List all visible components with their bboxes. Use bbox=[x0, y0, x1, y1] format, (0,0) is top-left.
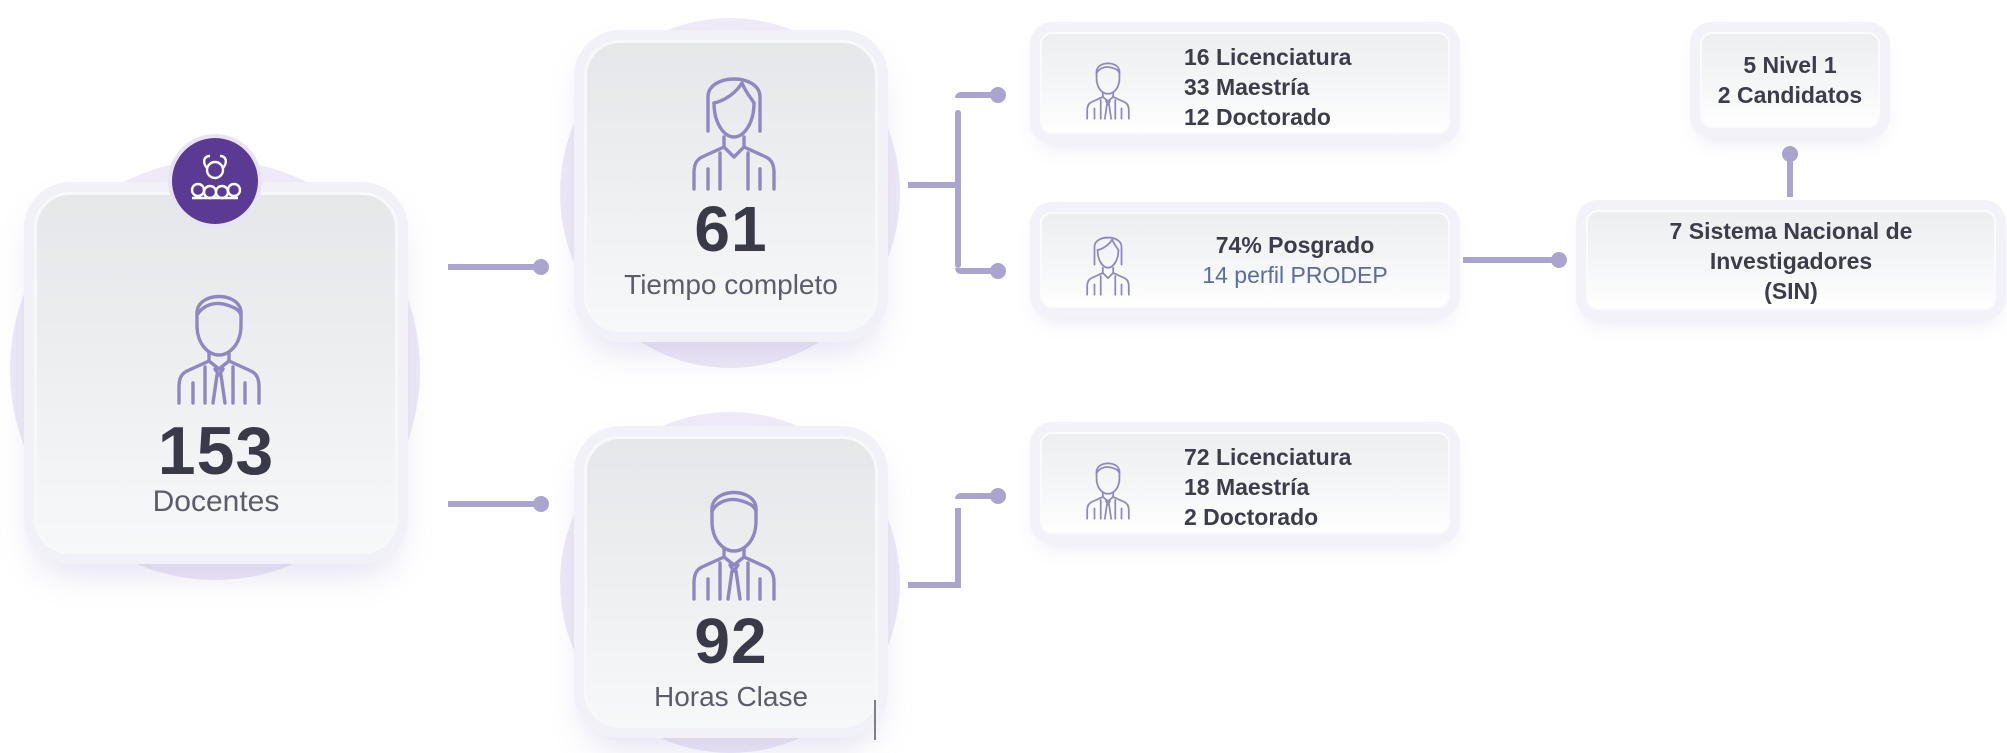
male-teacher-icon bbox=[684, 471, 784, 601]
sni-levels-list: 5 Nivel 1 2 Candidatos bbox=[1702, 50, 1878, 110]
hc-degree-item: 2 Doctorado bbox=[1184, 504, 1319, 530]
connector-dot bbox=[990, 488, 1006, 504]
female-teacher-icon bbox=[1082, 228, 1134, 296]
connector-hc-vertical bbox=[955, 508, 961, 588]
sni-pill: 7 Sistema Nacional de Investigadores (SI… bbox=[1586, 210, 1996, 310]
hc-degrees-list: 72 Licenciatura 18 Maestría 2 Doctorado bbox=[1184, 442, 1351, 532]
hc-degree-item: 18 Maestría bbox=[1184, 474, 1310, 500]
horas-clase-value: 92 bbox=[694, 605, 768, 677]
connector-tc-top bbox=[955, 92, 1000, 98]
tiempo-completo-label: Tiempo completo bbox=[624, 269, 838, 300]
connector-dot bbox=[533, 259, 549, 275]
root-card: 153 Docentes bbox=[34, 192, 398, 554]
horas-clase-label: Horas Clase bbox=[653, 681, 809, 712]
sni-levels-pill: 5 Nivel 1 2 Candidatos bbox=[1700, 32, 1880, 128]
connector-dot bbox=[533, 496, 549, 512]
connector-sni-levels bbox=[1787, 152, 1793, 197]
root-label: Docentes bbox=[152, 485, 280, 518]
male-teacher-icon bbox=[169, 275, 269, 405]
male-teacher-icon bbox=[1082, 52, 1134, 120]
tiempo-completo-card: 61 Tiempo completo bbox=[584, 40, 878, 332]
connector-tc-stem bbox=[908, 182, 960, 188]
sni-line: Investigadores bbox=[1709, 248, 1873, 274]
tiempo-completo-value: 61 bbox=[694, 193, 768, 265]
connector-dot bbox=[990, 87, 1006, 103]
tc-degree-item: 12 Doctorado bbox=[1184, 104, 1331, 130]
tc-posgrado-text: 74% Posgrado 14 perfil PRODEP bbox=[1162, 230, 1428, 290]
tc-degree-item: 16 Licenciatura bbox=[1184, 44, 1352, 70]
hc-degrees-pill: 72 Licenciatura 18 Maestría 2 Doctorado bbox=[1040, 432, 1450, 534]
tc-posgrado-pill: 74% Posgrado 14 perfil PRODEP bbox=[1040, 212, 1450, 308]
tc-degree-item: 33 Maestría bbox=[1184, 74, 1310, 100]
hc-degree-item: 72 Licenciatura bbox=[1184, 444, 1352, 470]
female-teacher-icon bbox=[684, 61, 784, 191]
connector-tc-bottom bbox=[955, 268, 1000, 274]
sni-text: 7 Sistema Nacional de Investigadores (SI… bbox=[1598, 216, 1984, 306]
sni-level-item: 2 Candidatos bbox=[1717, 82, 1863, 108]
tc-degrees-list: 16 Licenciatura 33 Maestría 12 Doctorado bbox=[1184, 42, 1351, 132]
connector-tc-bracket bbox=[955, 110, 961, 268]
connector-dot bbox=[1782, 146, 1798, 162]
prodep-profile: 14 perfil PRODEP bbox=[1202, 262, 1388, 288]
connector-dot bbox=[1551, 252, 1567, 268]
sni-level-item: 5 Nivel 1 bbox=[1743, 52, 1837, 78]
connector-dot bbox=[990, 263, 1006, 279]
divider bbox=[874, 700, 876, 740]
posgrado-percent: 74% Posgrado bbox=[1215, 232, 1375, 258]
university-seal-icon bbox=[172, 138, 258, 224]
horas-clase-card: 92 Horas Clase bbox=[584, 436, 878, 728]
connector-posgrado-sni bbox=[1463, 257, 1558, 263]
tc-degrees-pill: 16 Licenciatura 33 Maestría 12 Doctorado bbox=[1040, 32, 1450, 134]
root-value: 153 bbox=[157, 413, 275, 489]
connector-root-hc bbox=[448, 501, 538, 507]
sni-line: (SIN) bbox=[1764, 278, 1818, 304]
male-teacher-icon bbox=[1082, 452, 1134, 520]
connector-root-tc bbox=[448, 264, 538, 270]
connector-hc-top bbox=[955, 493, 1000, 499]
connector-hc-stem bbox=[908, 582, 960, 588]
sni-line: 7 Sistema Nacional de bbox=[1669, 218, 1913, 244]
